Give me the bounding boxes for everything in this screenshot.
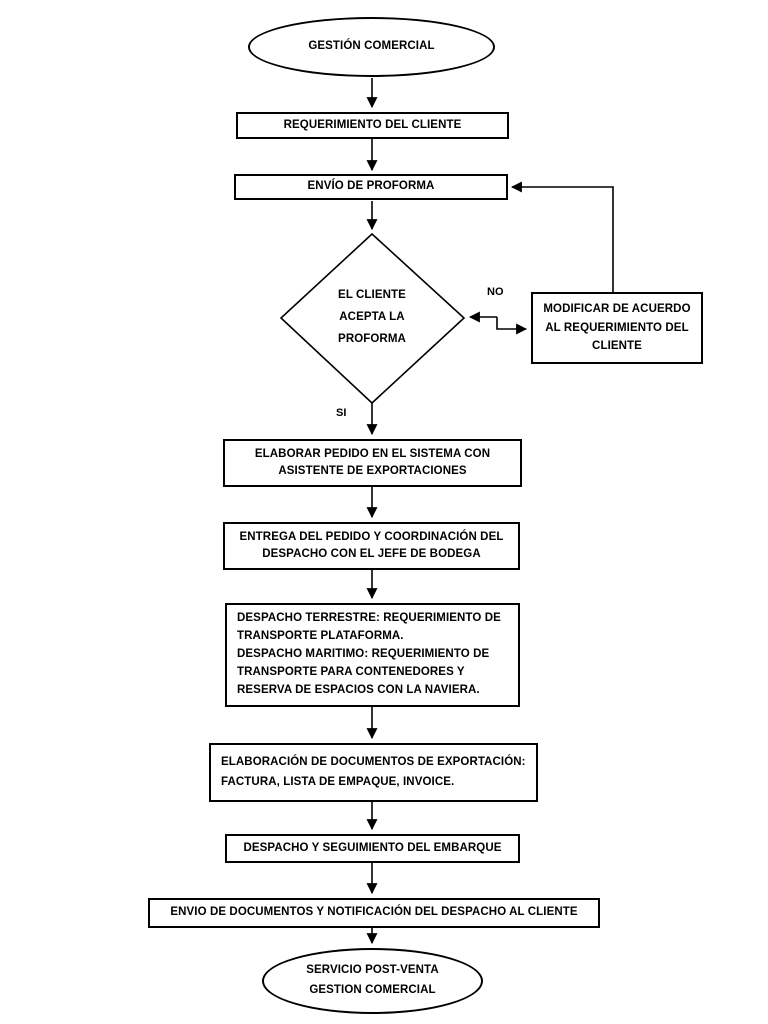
process-entrega-pedido: ENTREGA DEL PEDIDO Y COORDINACIÓN DEL DE…	[223, 522, 520, 570]
process-despacho-seguimiento-label: DESPACHO Y SEGUIMIENTO DEL EMBARQUE	[243, 841, 502, 854]
process-elaboracion-documentos: ELABORACIÓN DE DOCUMENTOS DE EXPORTACIÓN…	[209, 743, 538, 802]
process-envio-documentos: ENVIO DE DOCUMENTOS Y NOTIFICACIÓN DEL D…	[148, 898, 600, 928]
process-despacho-detalle: DESPACHO TERRESTRE: REQUERIMIENTO DE TRA…	[225, 603, 520, 707]
process-entrega-pedido-label: ENTREGA DEL PEDIDO Y COORDINACIÓN DEL DE…	[239, 530, 504, 560]
process-requerimiento-cliente-label: REQUERIMIENTO DEL CLIENTE	[283, 118, 462, 131]
arrow-no-branch-to-modificar	[496, 317, 528, 335]
process-elaboracion-documentos-label: ELABORACIÓN DE DOCUMENTOS DE EXPORTACIÓN…	[221, 755, 526, 788]
start-terminal: GESTIÓN COMERCIAL	[248, 17, 495, 77]
process-envio-documentos-label: ENVIO DE DOCUMENTOS Y NOTIFICACIÓN DEL D…	[170, 906, 578, 919]
decision-diamond-label: EL CLIENTE ACEPTA LA PROFORMA	[338, 289, 406, 345]
process-requerimiento-cliente: REQUERIMIENTO DEL CLIENTE	[236, 112, 509, 139]
start-terminal-label: GESTIÓN COMERCIAL	[308, 40, 435, 53]
process-elaborar-pedido: ELABORAR PEDIDO EN EL SISTEMA CON ASISTE…	[223, 439, 522, 487]
process-modificar-acuerdo-label: MODIFICAR DE ACUERDO AL REQUERIMIENTO DE…	[543, 302, 691, 353]
process-despacho-detalle-label: DESPACHO TERRESTRE: REQUERIMIENTO DE TRA…	[237, 612, 501, 696]
edge-label-si: SI	[336, 407, 347, 419]
edge-label-no: NO	[487, 286, 504, 298]
process-modificar-acuerdo: MODIFICAR DE ACUERDO AL REQUERIMIENTO DE…	[531, 292, 703, 364]
process-elaborar-pedido-label: ELABORAR PEDIDO EN EL SISTEMA CON ASISTE…	[254, 447, 491, 477]
arrow-modificar-to-proforma	[510, 181, 614, 292]
end-terminal: SERVICIO POST-VENTA GESTION COMERCIAL	[262, 948, 483, 1014]
process-envio-proforma-label: ENVÍO DE PROFORMA	[307, 180, 435, 193]
process-despacho-seguimiento: DESPACHO Y SEGUIMIENTO DEL EMBARQUE	[225, 834, 520, 863]
end-terminal-label: SERVICIO POST-VENTA GESTION COMERCIAL	[306, 964, 439, 996]
process-envio-proforma: ENVÍO DE PROFORMA	[234, 174, 508, 200]
